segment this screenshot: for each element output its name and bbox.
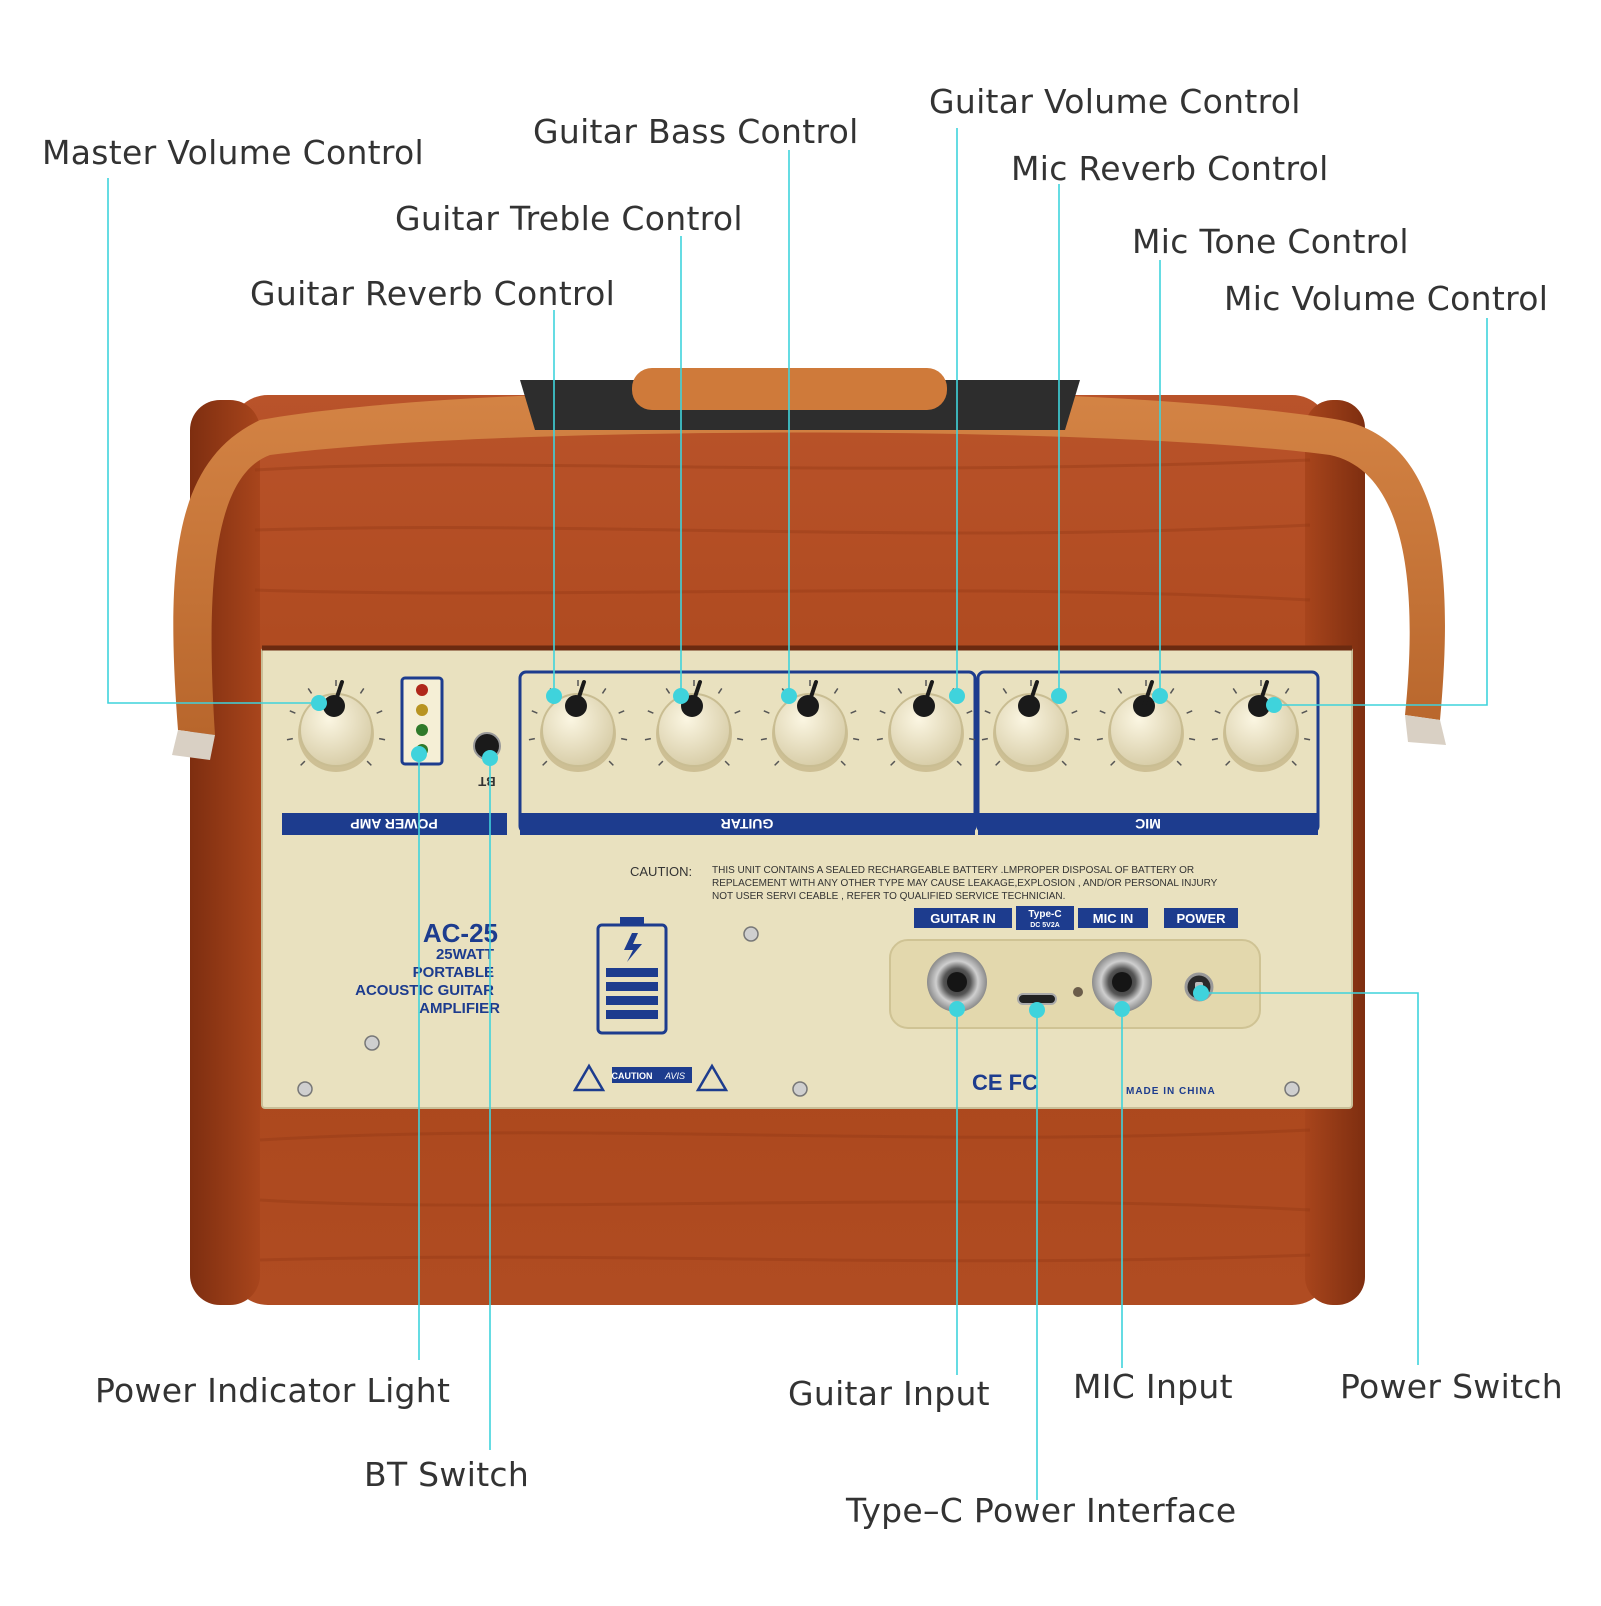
- mic-reverb-knob[interactable]: [981, 680, 1081, 772]
- guitar-bass-leader-dot: [781, 688, 797, 704]
- battery-icon: [596, 917, 668, 1035]
- caution-badge: CAUTION AVIS: [572, 1063, 729, 1092]
- jack-recess: [889, 939, 1261, 1029]
- caution-title: CAUTION:: [630, 864, 692, 879]
- callout-mic-tone: Mic Tone Control: [1132, 222, 1409, 261]
- callout-guitar-treble: Guitar Treble Control: [395, 199, 743, 238]
- caution-line-2: REPLACEMENT WITH ANY OTHER TYPE MAY CAUS…: [712, 878, 1218, 889]
- mic-input-jack[interactable]: [1092, 952, 1152, 1012]
- callout-master-volume: Master Volume Control: [42, 133, 424, 172]
- section-guitar-label: GUITAR: [721, 816, 774, 832]
- bt-switch-leader-dot: [482, 750, 498, 766]
- charge-led: [1073, 987, 1083, 997]
- jack-label-guitar-in: GUITAR IN: [930, 911, 995, 926]
- callout-guitar-input: Guitar Input: [788, 1374, 990, 1413]
- mic-reverb-leader-dot: [1051, 688, 1067, 704]
- callout-guitar-bass: Guitar Bass Control: [533, 112, 859, 151]
- power-indicator-leader-dot: [411, 746, 427, 762]
- master-volume-leader-line: [107, 178, 319, 704]
- mic-volume-leader-line: [1274, 318, 1488, 706]
- model-desc-4: AMPLIFIER: [419, 1000, 500, 1017]
- jack-label-mic-in: MIC IN: [1093, 911, 1133, 926]
- callout-mic-reverb: Mic Reverb Control: [1011, 149, 1329, 188]
- indicator-led-yellow: [416, 704, 428, 716]
- mic-input-leader-dot: [1114, 1001, 1130, 1017]
- callout-mic-volume: Mic Volume Control: [1224, 279, 1549, 318]
- guitar-bass-knob[interactable]: [760, 680, 860, 772]
- section-mic-label: MIC: [1135, 816, 1161, 832]
- indicator-led-green: [416, 724, 428, 736]
- type-c-leader-dot: [1029, 1002, 1045, 1018]
- screws: [297, 926, 1300, 1097]
- leader-dots: [311, 688, 1282, 1018]
- knobs: [286, 680, 1311, 772]
- jack-label-typec-sub: DC 5V2A: [1030, 922, 1060, 929]
- model-desc-3: ACOUSTIC GUITAR: [355, 982, 494, 999]
- power-amp-banner: [282, 813, 507, 835]
- bt-label: BT: [478, 774, 495, 789]
- model-desc-2: PORTABLE: [413, 964, 494, 981]
- mic-tone-leader-dot: [1152, 688, 1168, 704]
- guitar-banner: [520, 813, 975, 835]
- caution-line-1: THIS UNIT CONTAINS A SEALED RECHARGEABLE…: [712, 865, 1194, 876]
- guitar-treble-leader-dot: [673, 688, 689, 704]
- master-volume-leader-dot: [311, 695, 327, 711]
- guitar-input-jack[interactable]: [927, 952, 987, 1012]
- guitar-treble-knob[interactable]: [644, 680, 744, 772]
- guitar-reverb-leader-dot: [546, 688, 562, 704]
- model-desc-1: 25WATT: [436, 946, 494, 963]
- jack-label-power: POWER: [1176, 911, 1226, 926]
- callout-power-indicator: Power Indicator Light: [95, 1371, 451, 1410]
- power-switch-leader-dot: [1193, 985, 1209, 1001]
- callout-power-switch: Power Switch: [1340, 1367, 1563, 1406]
- callout-guitar-volume: Guitar Volume Control: [929, 82, 1301, 121]
- mic-banner: [978, 813, 1318, 835]
- master-volume-knob[interactable]: [286, 680, 386, 772]
- jack-label-typec: Type-C: [1028, 909, 1061, 920]
- guitar-input-leader-dot: [949, 1001, 965, 1017]
- caution-line-3: NOT USER SERVI CEABLE , REFER TO QUALIFI…: [712, 891, 1065, 902]
- callout-type-c: Type–C Power Interface: [846, 1491, 1237, 1530]
- callout-mic-input: MIC Input: [1073, 1367, 1233, 1406]
- made-in-china: MADE IN CHINA: [1126, 1086, 1216, 1097]
- callout-guitar-reverb: Guitar Reverb Control: [250, 274, 616, 313]
- guitar-volume-knob[interactable]: [876, 680, 976, 772]
- caution-badge-text: CAUTION: [612, 1071, 653, 1081]
- indicator-led-red: [416, 684, 428, 696]
- control-panel: POWER AMP GUITAR MIC BT AC-25 25WATT POR…: [261, 645, 1353, 1109]
- leader-lines: [107, 128, 1488, 1500]
- model-name: AC-25: [423, 918, 498, 948]
- power-indicator-lights: [400, 676, 444, 766]
- guitar-volume-leader-dot: [949, 688, 965, 704]
- mic-tone-knob[interactable]: [1096, 680, 1196, 772]
- cert-marks: CE FC: [972, 1070, 1038, 1095]
- mic-volume-knob[interactable]: [1211, 680, 1311, 772]
- caution-badge-sub: AVIS: [664, 1071, 685, 1081]
- guitar-reverb-knob[interactable]: [528, 680, 628, 772]
- mic-volume-leader-dot: [1266, 697, 1282, 713]
- callout-bt-switch: BT Switch: [364, 1455, 530, 1494]
- section-power-amp-label: POWER AMP: [350, 816, 437, 832]
- power-switch-leader-line: [1201, 992, 1419, 1365]
